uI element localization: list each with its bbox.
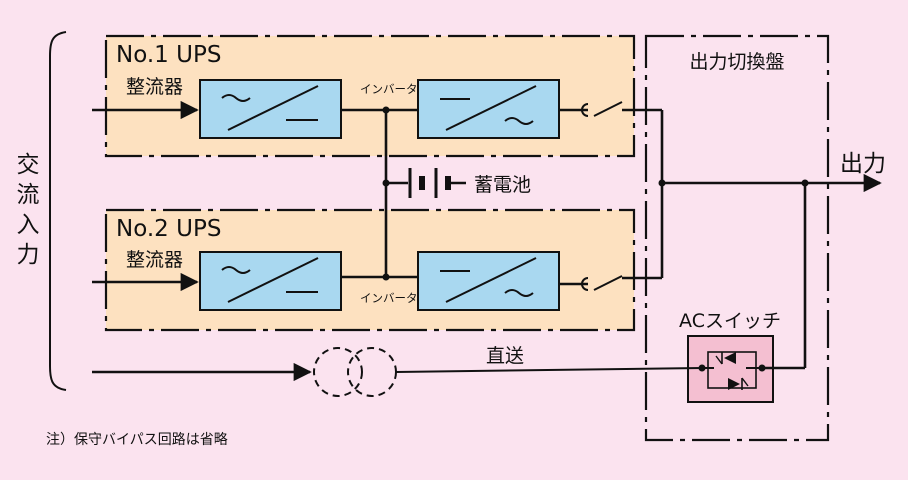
ups1-border — [104, 34, 636, 158]
output-panel-title: 出力切換盤 — [689, 51, 784, 73]
battery-label: 蓄電池 — [474, 174, 531, 196]
battery-icon — [408, 168, 451, 198]
ups2-rectifier-label: 整流器 — [126, 249, 183, 271]
ups2-switch-blade — [593, 275, 623, 291]
footnote: 注）保守バイパス回路は省略 — [46, 432, 228, 448]
dc-node-ups1 — [382, 106, 390, 114]
dc-node-ups2 — [382, 273, 390, 281]
ups1-switch-blade — [593, 101, 623, 117]
ups2-rectifier-slash — [227, 257, 319, 303]
ups2-title: No.2 UPS — [116, 216, 221, 242]
ups2-border — [104, 208, 636, 332]
ac-switch-label: ACスイッチ — [679, 310, 781, 332]
ups1-rectifier-ac-symbol — [221, 94, 251, 102]
ups2-contact-arc — [581, 277, 589, 291]
input-bracket — [49, 31, 67, 391]
ups2-inverter-slash — [445, 257, 537, 303]
ups1-rectifier-slash — [227, 85, 319, 131]
bypass-label: 直送 — [486, 345, 524, 367]
thyristor-icon — [702, 351, 762, 390]
ups1-title: No.1 UPS — [116, 42, 221, 68]
ups2-inverter-label: インバータ — [360, 291, 418, 305]
ups1-rectifier-label: 整流器 — [126, 76, 183, 98]
ac-input-label-char: 力 — [17, 242, 40, 268]
ac-input-label-char: 入 — [17, 212, 40, 238]
bypass-transformer-coil-1 — [313, 347, 363, 397]
ups2-rectifier-ac-symbol — [221, 266, 251, 274]
output-label: 出力 — [840, 151, 886, 177]
ups1-inverter-slash — [445, 85, 537, 131]
ac-input-label: 交流入力 — [17, 152, 40, 268]
ups1-inverter-label: インバータ — [360, 82, 418, 96]
ups1-contact-arc — [581, 103, 589, 117]
input-label-group: 交流入力 — [17, 152, 40, 268]
ups2-inverter-ac-symbol — [504, 289, 534, 297]
bypass-wire — [395, 367, 703, 373]
ac-input-label-char: 交 — [17, 152, 40, 178]
ac-input-label-char: 流 — [17, 182, 40, 208]
ups1-inverter-ac-symbol — [504, 117, 534, 125]
output-panel-border — [644, 34, 830, 442]
